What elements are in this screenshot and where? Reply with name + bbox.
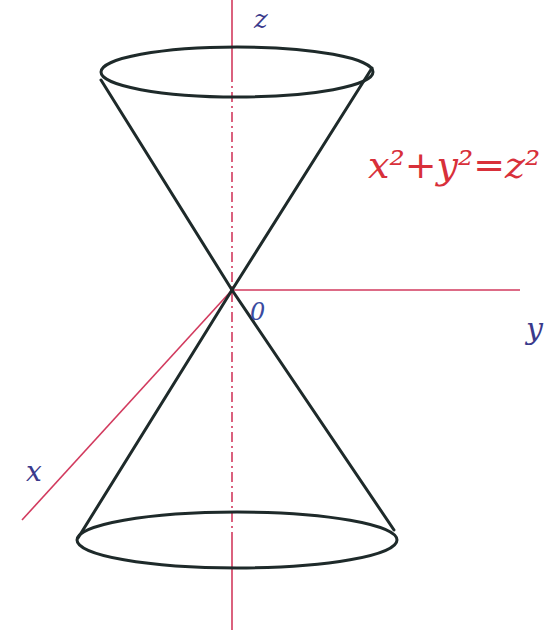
cone-line [101,80,232,290]
cone-line [232,290,394,530]
x-axis [22,290,232,520]
top-rim [101,47,373,97]
z-axis [231,0,233,72]
equation-label: x²+y²=z² [368,146,540,184]
bottom-rim [77,512,397,568]
cone-line [232,68,372,290]
origin-label: 0 [250,300,265,324]
axis-label: z [254,6,268,32]
z-axis-hidden [231,72,233,540]
z-axis [231,540,233,630]
y-axis [232,289,520,291]
axis-label: y [526,314,543,344]
cone-line [78,290,232,538]
axis-label: x [26,458,42,486]
